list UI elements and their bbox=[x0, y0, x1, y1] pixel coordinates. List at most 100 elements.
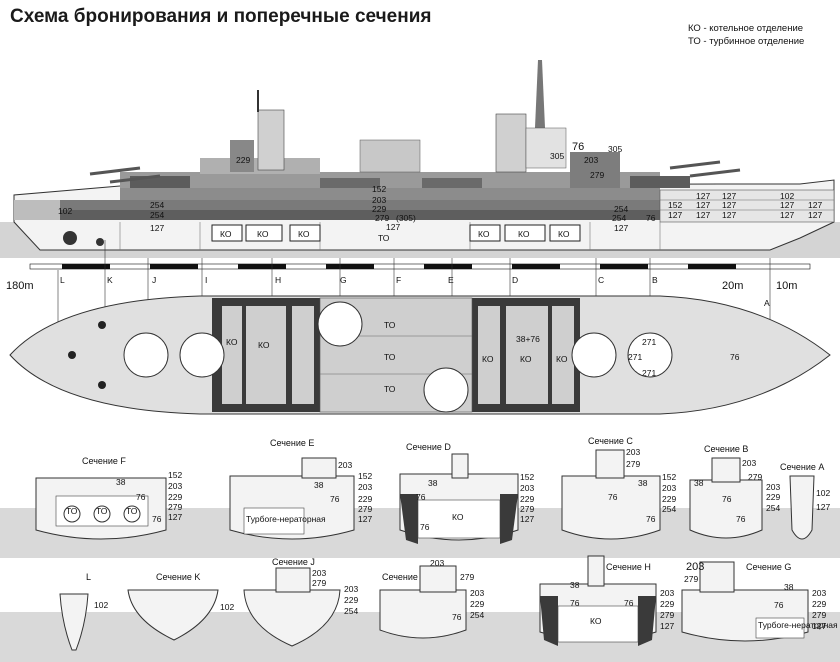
section-h: Сечение H КО 38 203 229 279 127 76 76 bbox=[539, 555, 674, 646]
boiler-room-6 bbox=[549, 224, 581, 242]
g-generator: Турбоге-нераторная bbox=[758, 620, 838, 630]
boiler-room-3 bbox=[289, 224, 321, 242]
propeller-icon bbox=[63, 231, 77, 245]
i-279: 279 bbox=[460, 572, 474, 582]
h-279: 279 bbox=[660, 610, 674, 620]
plan-ko-d: КО bbox=[520, 354, 532, 364]
station-d: D bbox=[512, 275, 518, 285]
station-markers: L K J I H G F E D C B A bbox=[57, 240, 771, 336]
h-38: 38 bbox=[570, 580, 580, 590]
armor-305: (305) bbox=[396, 213, 416, 223]
page-title: Схема бронирования и поперечные сечения bbox=[10, 6, 432, 27]
armor-127-b: 127 bbox=[386, 222, 400, 232]
tower-229: 229 bbox=[236, 155, 250, 165]
armor-203-b: 203 bbox=[584, 155, 598, 165]
g-279-b: 279 bbox=[812, 610, 826, 620]
stern-127-e: 127 bbox=[780, 200, 794, 210]
barbette-3 bbox=[317, 301, 363, 347]
g-38: 38 bbox=[784, 582, 794, 592]
section-b: Сечение B 203 279 38 76 203 229 254 76 bbox=[689, 444, 780, 539]
stern-127-g: 127 bbox=[668, 210, 682, 220]
d-76: 76 bbox=[416, 492, 426, 502]
c-229: 229 bbox=[662, 494, 676, 504]
section-c: Сечение C 203 279 38 76 152 203 229 254 … bbox=[561, 436, 676, 540]
station-i: I bbox=[205, 275, 207, 285]
belt-main bbox=[60, 210, 660, 220]
h-203: 203 bbox=[660, 588, 674, 598]
stern-127-k: 127 bbox=[808, 210, 822, 220]
d-152: 152 bbox=[520, 472, 534, 482]
stern-127-j: 127 bbox=[780, 210, 794, 220]
c-76-b: 76 bbox=[646, 514, 656, 524]
turret-c bbox=[422, 178, 482, 188]
b-279: 279 bbox=[748, 472, 762, 482]
ko-label-4: КО bbox=[478, 229, 490, 239]
c-203-b: 203 bbox=[662, 483, 676, 493]
scale-180m: 180m bbox=[6, 280, 34, 292]
plan-to-a: ТО bbox=[384, 320, 396, 330]
e-38: 38 bbox=[314, 480, 324, 490]
station-b: B bbox=[652, 275, 658, 285]
f-76: 76 bbox=[136, 492, 146, 502]
boiler-room-5 bbox=[504, 224, 546, 242]
station-f: F bbox=[396, 275, 401, 285]
station-h: H bbox=[275, 275, 281, 285]
station-k: K bbox=[107, 275, 113, 285]
upper-deck bbox=[120, 172, 660, 188]
stern-127-h: 127 bbox=[696, 210, 710, 220]
h-76-b: 76 bbox=[624, 598, 634, 608]
f-to-2: ТО bbox=[96, 506, 108, 516]
stern-127-a: 127 bbox=[696, 191, 710, 201]
stern-127-i: 127 bbox=[722, 210, 736, 220]
plan-271-c: 271 bbox=[642, 368, 656, 378]
boiler-room-1 bbox=[211, 224, 243, 242]
station-l: L bbox=[60, 275, 65, 285]
ko-label-2: КО bbox=[257, 229, 269, 239]
armor-279-b: 279 bbox=[590, 170, 604, 180]
section-k: Сечение K 102 bbox=[127, 572, 234, 641]
d-229: 229 bbox=[520, 494, 534, 504]
plan-76: 76 bbox=[730, 352, 740, 362]
a-127: 127 bbox=[816, 502, 830, 512]
section-i: Сечение I 203 279 203 229 254 76 bbox=[379, 558, 484, 639]
h-229: 229 bbox=[660, 599, 674, 609]
j-203-a: 203 bbox=[312, 568, 326, 578]
j-254: 254 bbox=[344, 606, 358, 616]
armor-254-b: 254 bbox=[150, 210, 164, 220]
plan-view: КО КО ТО ТО ТО КО КО КО 38+76 271 271 27… bbox=[9, 295, 831, 415]
belt-middle bbox=[60, 200, 660, 210]
e-152: 152 bbox=[358, 471, 372, 481]
section-j-title: Сечение J bbox=[272, 557, 315, 567]
plan-propeller-icon bbox=[98, 321, 106, 329]
station-a: A bbox=[764, 298, 770, 308]
c-76: 76 bbox=[608, 492, 618, 502]
stern-152: 152 bbox=[668, 200, 682, 210]
c-38: 38 bbox=[638, 478, 648, 488]
armor-279: 279 bbox=[375, 213, 389, 223]
d-ko: КО bbox=[452, 512, 464, 522]
f-to-1: ТО bbox=[66, 506, 78, 516]
f-152: 152 bbox=[168, 470, 182, 480]
armor-152: 152 bbox=[372, 184, 386, 194]
aft-76: 76 bbox=[572, 141, 584, 153]
b-203: 203 bbox=[742, 458, 756, 468]
section-h-title: Сечение H bbox=[606, 562, 651, 572]
d-127: 127 bbox=[520, 514, 534, 524]
armor-229: 229 bbox=[372, 204, 386, 214]
i-203: 203 bbox=[430, 558, 444, 568]
armor-102: 102 bbox=[58, 206, 72, 216]
a-102: 102 bbox=[816, 488, 830, 498]
aft-superstructure bbox=[525, 127, 567, 169]
propeller-small-icon bbox=[96, 238, 104, 246]
armor-305-b: 305 bbox=[608, 144, 622, 154]
i-229: 229 bbox=[470, 599, 484, 609]
conning-tower bbox=[230, 140, 254, 172]
belt-upper bbox=[120, 188, 660, 200]
e-generator: Турбоге-нераторная bbox=[246, 514, 326, 524]
h-127: 127 bbox=[660, 621, 674, 631]
plan-ko-c: КО bbox=[482, 354, 494, 364]
stern-127-b: 127 bbox=[722, 191, 736, 201]
armor-127-c: 127 bbox=[614, 223, 628, 233]
legend-boiler: КО - котельное отделение bbox=[688, 23, 804, 34]
section-c-title: Сечение C bbox=[588, 436, 633, 446]
